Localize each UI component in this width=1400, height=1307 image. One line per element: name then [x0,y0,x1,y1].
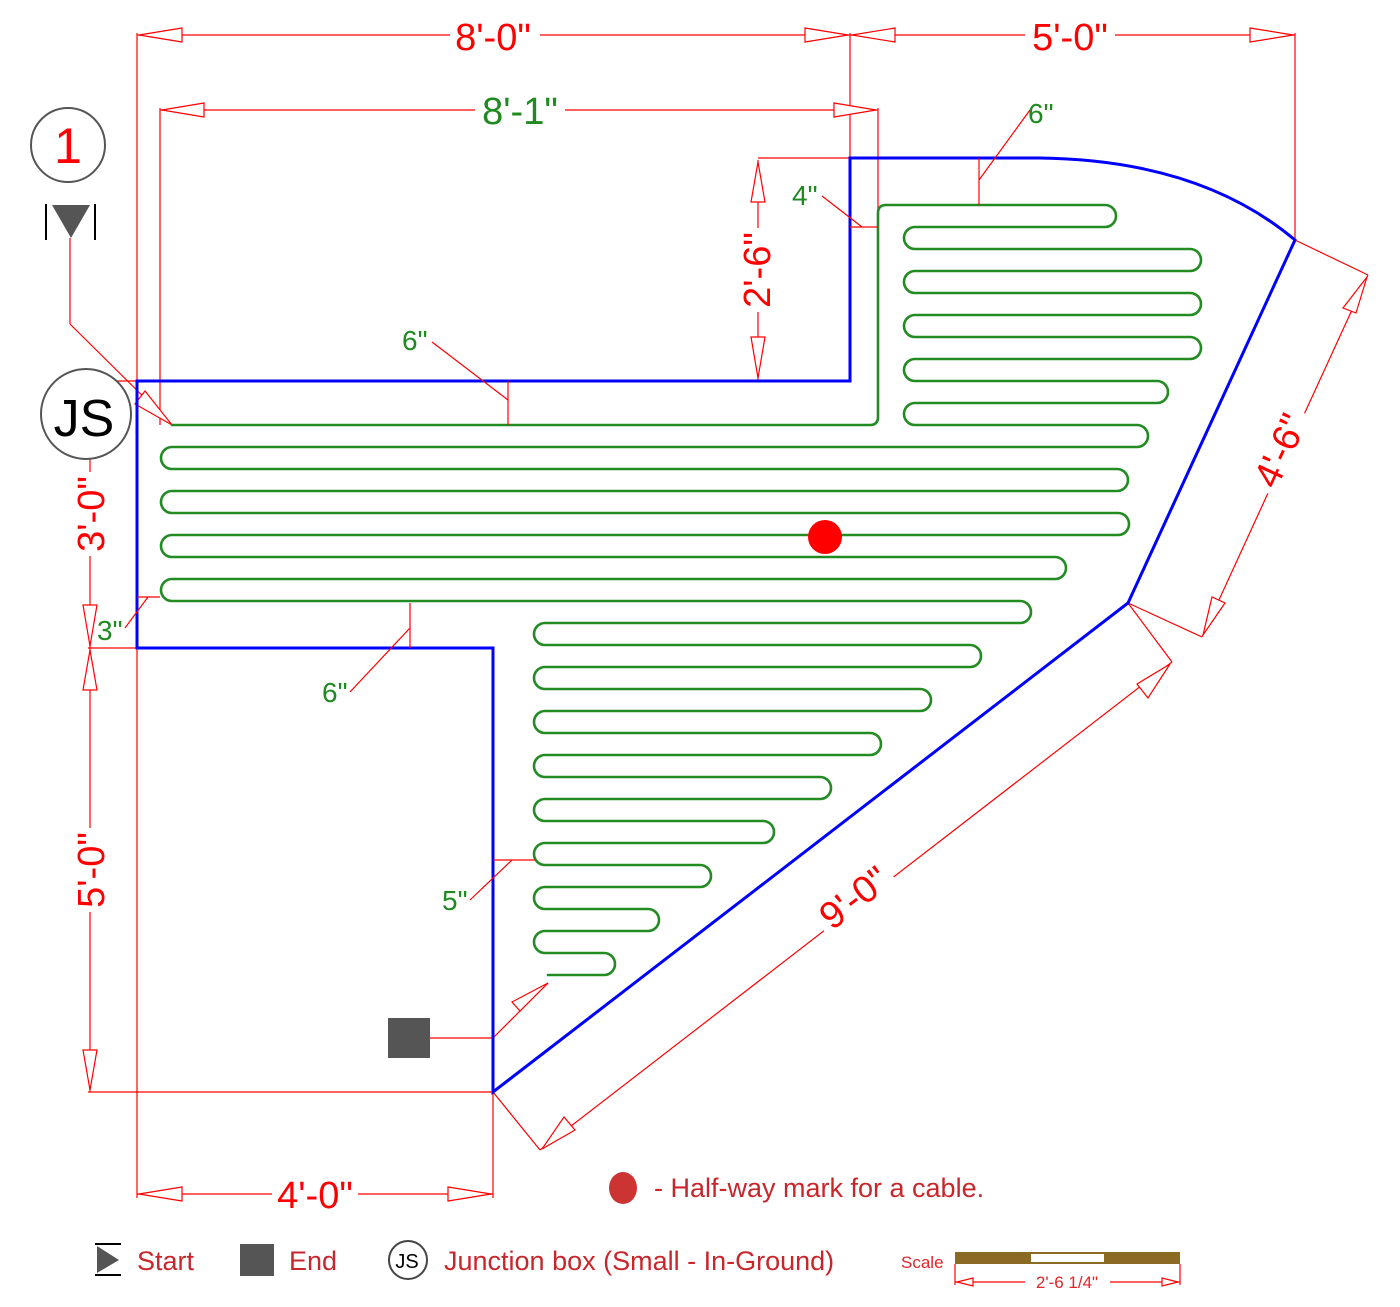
spacing-left-wall: 3" [97,615,123,646]
halfway-legend-label: - Half-way mark for a cable. [654,1173,984,1203]
spacing-labels: 6" 4" 6" 3" 6" 5" [97,98,1054,916]
legend-end-icon [240,1244,274,1276]
legend-junction-icon: JS [388,1240,428,1280]
spacing-top-left: 6" [402,325,428,356]
section-marker: 1 [30,107,106,183]
dim-notch-height: 2'-6" [737,232,779,308]
spacing-bottom-left: 6" [322,677,348,708]
legend: Start End JS Junction box (Small - In-Gr… [95,1240,1181,1292]
end-icon [388,1018,430,1058]
dimension-labels: 8'-0" 5'-0" 8'-1" 2'-6" 3'-0" 5'-0" 4'-0… [71,15,1316,1217]
spacing-lower-section: 5" [442,885,468,916]
room-outline [135,156,1297,1096]
legend-junction-label: Junction box (Small - In-Ground) [444,1246,834,1276]
legend-start-icon [95,1243,121,1276]
dim-top-right: 5'-0" [1032,17,1108,59]
dim-left-lower: 5'-0" [71,832,113,908]
scale-bar: Scale 2'-6 1/4" [901,1252,1181,1292]
junction-box-symbol: JS [54,390,115,448]
legend-end-label: End [289,1246,337,1276]
spacing-top-right: 6" [1028,98,1054,129]
dim-diagonal-short: 4'-6" [1246,408,1316,494]
section-number: 1 [54,118,82,174]
dim-left-upper: 3'-0" [71,476,113,552]
legend-start-label: Start [137,1246,195,1276]
dimension-lines [69,27,1369,1202]
halfway-legend: - Half-way mark for a cable. [609,1172,984,1204]
spacing-notch: 4" [792,180,818,211]
dim-bottom: 4'-0" [277,1175,353,1217]
dim-inner-top: 8'-1" [482,91,558,133]
spacing-leaders [124,109,1031,901]
heating-cable [159,203,1203,977]
dim-top-left: 8'-0" [455,17,531,59]
halfway-mark-icon [808,520,842,554]
scale-label: Scale [901,1253,944,1272]
junction-box-icon: JS [40,368,132,460]
start-icon [45,204,96,240]
scale-value: 2'-6 1/4" [1036,1273,1098,1292]
legend-junction-symbol: JS [395,1251,418,1273]
